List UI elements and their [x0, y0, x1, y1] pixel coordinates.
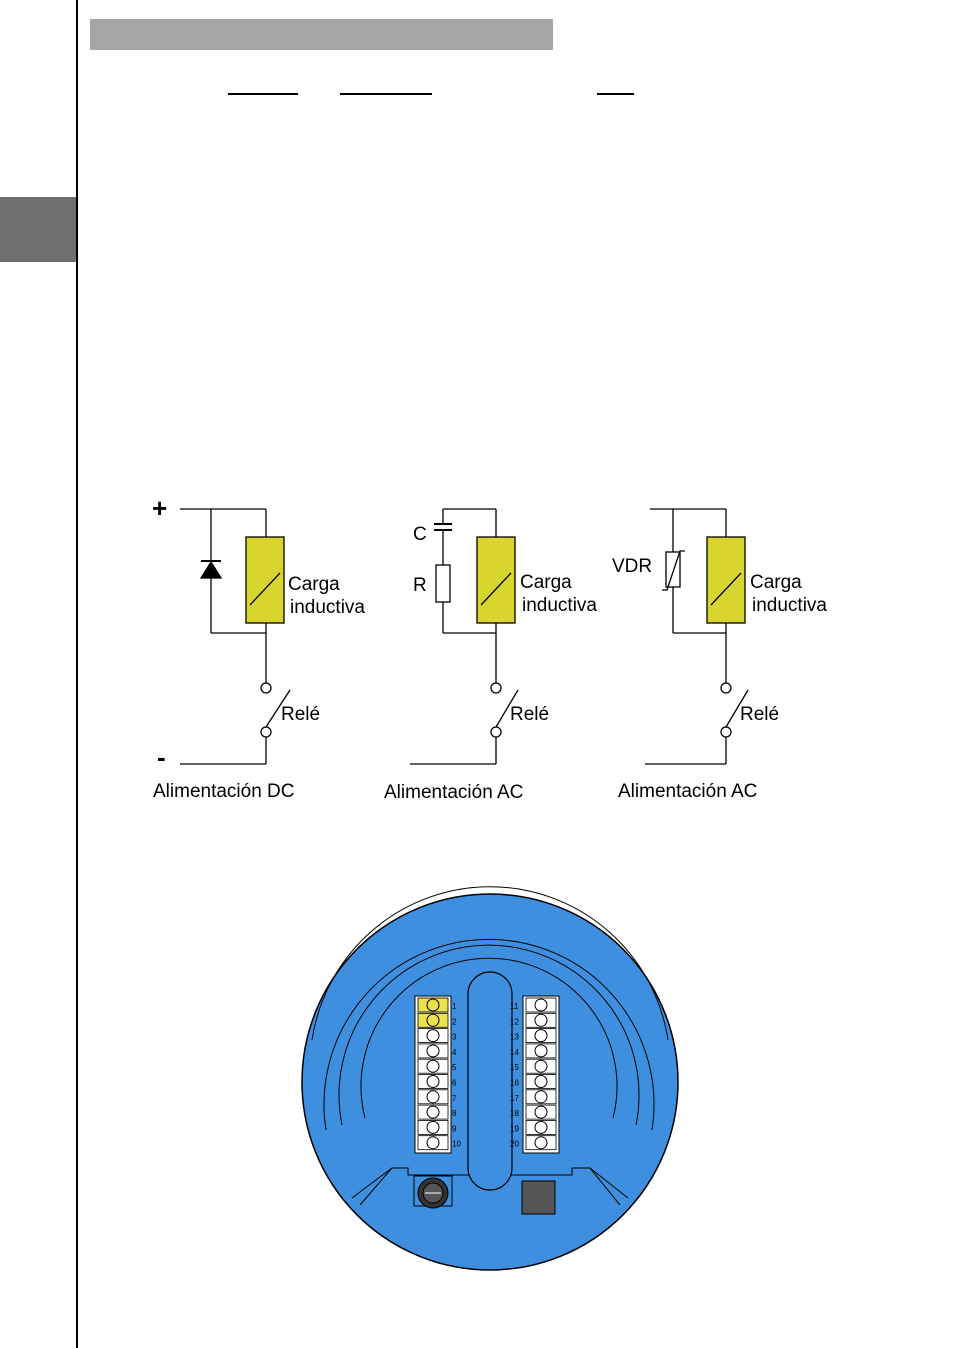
terminal-strip-right: 11 12 13 14 15 16 17 18 19 20	[510, 995, 560, 1154]
terminal-number: 7	[452, 1094, 457, 1103]
terminal-cell	[525, 997, 557, 1013]
plus-label: +	[152, 493, 167, 523]
load-label-line2: inductiva	[522, 595, 597, 616]
capacitor-icon	[434, 523, 452, 531]
inductive-load-coil	[476, 536, 516, 624]
text-underline-1	[228, 93, 298, 95]
load-label-line2: inductiva	[752, 595, 827, 616]
chapter-tab	[0, 197, 76, 262]
terminal-cell	[525, 1043, 557, 1059]
terminal-number: 16	[510, 1079, 519, 1088]
terminal-screw-icon	[534, 1059, 548, 1073]
inductive-load-coil	[245, 536, 285, 624]
terminal-cell	[525, 1135, 557, 1151]
load-label-line1: Carga	[520, 572, 572, 593]
terminal-number: 9	[452, 1124, 457, 1133]
terminal-strip-left: 1 2 3 4 5 6 7 8 9 10	[414, 995, 461, 1154]
load-label-line1: Carga	[288, 574, 340, 595]
circuit-caption: Alimentación AC	[384, 782, 523, 803]
terminal-screw-icon	[426, 1120, 440, 1134]
terminal-screw-icon	[426, 1013, 440, 1027]
terminal-cell	[525, 1074, 557, 1089]
terminal-screw-icon	[426, 1044, 440, 1058]
resistor-icon	[435, 564, 451, 603]
text-underline-2	[340, 93, 432, 95]
terminal-screw-icon	[426, 1029, 440, 1043]
terminal-screw-icon	[534, 1120, 548, 1134]
terminal-cell	[525, 1012, 557, 1028]
capacitor-label: C	[413, 524, 427, 545]
terminal-number: 19	[510, 1124, 519, 1133]
page-margin-rule	[76, 0, 78, 1348]
terminal-number: 14	[510, 1048, 519, 1057]
text-underline-3	[597, 93, 634, 95]
terminal-cell	[525, 1058, 557, 1074]
suppression-circuits-diagram: + - Carga inductiva Relé Alimentación DC	[152, 493, 827, 803]
terminal-screw-icon	[534, 1029, 548, 1043]
terminal-number: 18	[510, 1109, 519, 1118]
circuit-ac-rc: C R Carga inductiva Relé Alimentación AC	[384, 508, 597, 803]
terminal-number: 8	[452, 1109, 457, 1118]
terminal-cell	[525, 1028, 557, 1043]
vdr-label: VDR	[612, 556, 652, 577]
terminal-screw-icon	[426, 1136, 440, 1150]
terminal-number: 4	[452, 1048, 457, 1057]
terminal-cell	[417, 1058, 449, 1074]
terminal-screw-icon	[426, 1075, 440, 1088]
terminal-number: 11	[510, 1002, 519, 1011]
terminal-screw-icon	[534, 1105, 548, 1119]
terminal-cell	[525, 1104, 557, 1120]
terminal-cell	[417, 1089, 449, 1105]
varistor-icon	[662, 550, 685, 591]
circuit-ac-vdr: VDR Carga inductiva Relé Alimentación AC	[612, 508, 827, 802]
terminal-number: 12	[510, 1017, 519, 1026]
terminal-screw-icon	[534, 1044, 548, 1058]
relay-label: Relé	[510, 704, 549, 725]
terminal-cell	[417, 1120, 449, 1135]
terminal-screw-icon	[426, 1090, 440, 1104]
device-housing	[301, 886, 679, 1271]
terminal-cell	[525, 1089, 557, 1105]
load-label-line1: Carga	[750, 572, 802, 593]
terminal-screw-icon	[534, 1075, 548, 1088]
terminal-number: 5	[452, 1063, 457, 1072]
terminal-screw-icon	[534, 1090, 548, 1104]
terminal-cell	[417, 1104, 449, 1120]
relay-label: Relé	[740, 704, 779, 725]
terminal-screw-icon	[534, 1136, 548, 1150]
terminal-cell	[417, 1028, 449, 1043]
terminal-number: 13	[510, 1033, 519, 1042]
terminal-number: 17	[510, 1094, 519, 1103]
battery-icon	[413, 1175, 453, 1209]
relay-label: Relé	[281, 704, 320, 725]
terminal-cell	[417, 1012, 449, 1028]
circuit-dc-diode: + - Carga inductiva Relé Alimentación DC	[152, 493, 365, 802]
terminal-screw-icon	[534, 998, 548, 1012]
inductive-load-coil	[706, 536, 746, 624]
diode-icon	[199, 560, 223, 579]
terminal-number: 15	[510, 1063, 519, 1072]
terminal-screw-icon	[426, 1059, 440, 1073]
terminal-screw-icon	[534, 1013, 548, 1027]
circuit-caption: Alimentación DC	[153, 781, 295, 802]
load-label-line2: inductiva	[290, 597, 365, 618]
terminal-number: 20	[510, 1140, 519, 1149]
terminal-number: 1	[452, 1002, 457, 1011]
minus-label: -	[157, 742, 166, 772]
terminal-cell	[417, 1043, 449, 1059]
resistor-label: R	[413, 575, 427, 596]
terminal-cell	[525, 1120, 557, 1135]
terminal-screw-icon	[426, 1105, 440, 1119]
terminal-cell	[417, 997, 449, 1013]
terminal-number: 6	[452, 1079, 457, 1088]
terminal-cell	[417, 1135, 449, 1151]
terminal-number: 3	[452, 1033, 457, 1042]
terminal-number: 10	[452, 1140, 461, 1149]
section-header-bar	[90, 19, 553, 50]
connector-square	[521, 1180, 556, 1215]
terminal-cell	[417, 1074, 449, 1089]
circuit-caption: Alimentación AC	[618, 781, 757, 802]
terminal-number: 2	[452, 1017, 457, 1026]
terminal-screw-icon	[426, 998, 440, 1012]
